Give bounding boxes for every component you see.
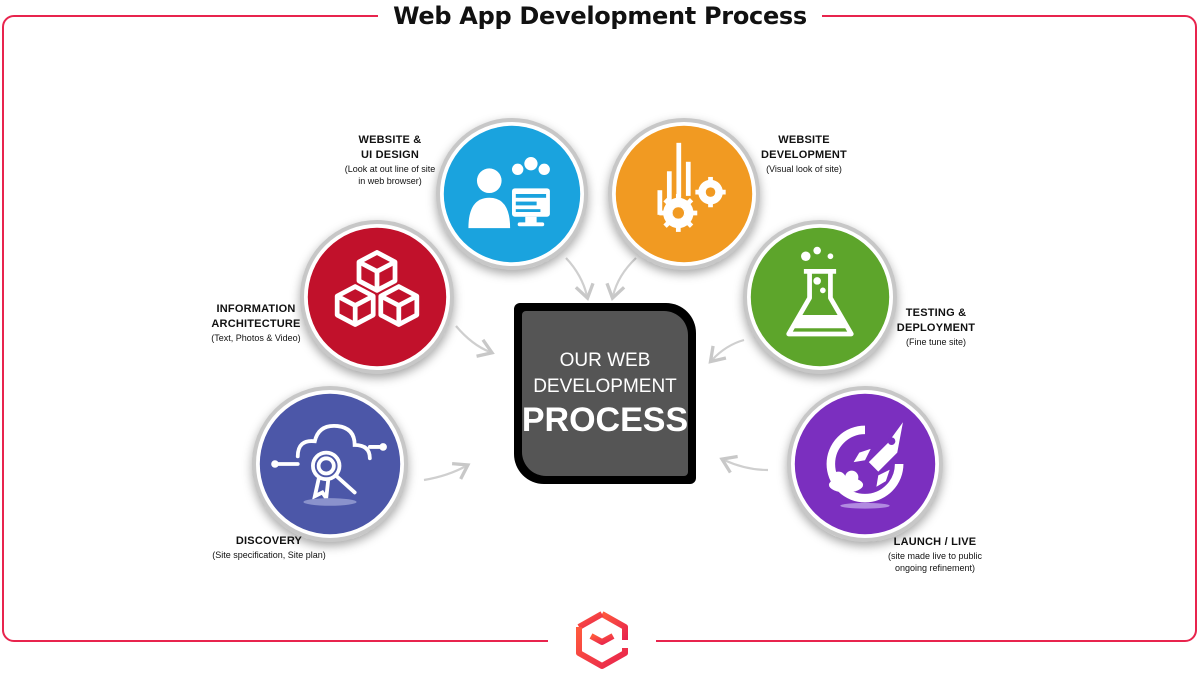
arrow-from-ui-design xyxy=(565,257,595,302)
step-heading: LAUNCH / LIVE xyxy=(893,536,977,548)
step-ui-design-label: WEBSITE & UI DESIGN (Look at out line of… xyxy=(330,133,450,187)
step-architecture-label: INFORMATION ARCHITECTURE (Text, Photos &… xyxy=(200,302,312,344)
page-title: Web App Development Process xyxy=(393,2,807,30)
brand-logo-icon xyxy=(576,611,628,669)
step-development-circle xyxy=(608,118,760,270)
step-launch-circle xyxy=(787,386,943,542)
step-heading: TESTING & DEPLOYMENT xyxy=(896,307,976,334)
step-subtext: (site made live to public ongoing refine… xyxy=(887,551,983,573)
step-discovery-label: DISCOVERY (Site specification, Site plan… xyxy=(204,534,334,561)
step-heading: DISCOVERY xyxy=(235,535,303,547)
step-development-label: WEBSITE DEVELOPMENT (Visual look of site… xyxy=(746,133,862,175)
cloud-search-icon xyxy=(259,393,401,535)
center-line-3: PROCESS xyxy=(521,400,689,439)
step-subtext: (Look at out line of site in web browser… xyxy=(344,164,436,186)
step-testing-label: TESTING & DEPLOYMENT (Fine tune site) xyxy=(886,306,986,348)
step-subtext: (Fine tune site) xyxy=(905,337,967,347)
step-subtext: (Text, Photos & Video) xyxy=(211,333,301,343)
center-line-1: OUR WEB xyxy=(559,349,651,371)
flask-icon xyxy=(750,227,890,367)
step-heading: INFORMATION ARCHITECTURE xyxy=(211,303,301,330)
gears-icon xyxy=(615,125,753,263)
cubes-icon xyxy=(307,227,447,367)
center-process-inner: OUR WEB DEVELOPMENT PROCESS xyxy=(522,311,688,476)
arrow-from-launch xyxy=(719,454,769,474)
step-architecture-circle xyxy=(300,220,454,374)
step-subtext: (Site specification, Site plan) xyxy=(212,550,326,560)
arrow-from-architecture xyxy=(455,325,495,358)
center-line-2: DEVELOPMENT xyxy=(533,375,677,397)
arrow-from-discovery xyxy=(423,462,471,482)
user-desktop-icon xyxy=(443,125,581,263)
rocket-icon xyxy=(794,393,936,535)
step-subtext: (Visual look of site) xyxy=(766,164,842,174)
step-heading: WEBSITE DEVELOPMENT xyxy=(761,134,847,161)
step-ui-design-circle xyxy=(436,118,588,270)
step-heading: WEBSITE & UI DESIGN xyxy=(358,134,422,161)
step-discovery-circle xyxy=(252,386,408,542)
arrow-from-testing xyxy=(708,338,745,364)
step-testing-circle xyxy=(743,220,897,374)
center-process-box: OUR WEB DEVELOPMENT PROCESS xyxy=(514,303,696,484)
step-launch-label: LAUNCH / LIVE (site made live to public … xyxy=(870,535,1000,574)
arrow-from-development xyxy=(605,257,637,302)
